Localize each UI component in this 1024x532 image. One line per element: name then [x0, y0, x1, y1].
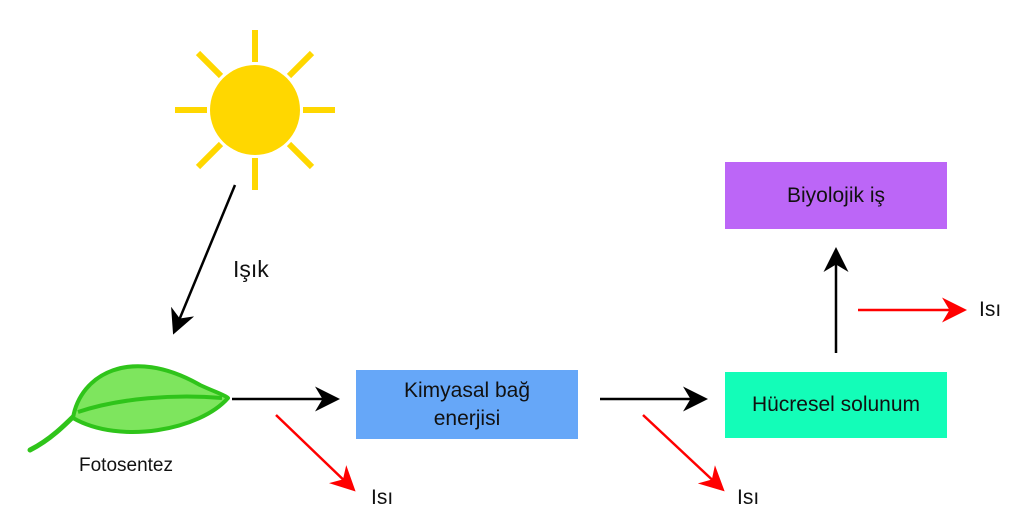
chemical-bond-energy-box: Kimyasal bağ enerjisi [356, 370, 578, 439]
arrow-light-to-leaf [171, 184, 237, 335]
heat-label-1: Isı [371, 486, 394, 509]
heat-label-3: Isı [979, 298, 1002, 321]
heat-arrow-2 [642, 414, 725, 492]
cellular-respiration-label: Hücresel solunum [751, 393, 921, 416]
chemical-bond-energy-line1: Kimyasal bağ [403, 378, 531, 402]
light-label: Işık [233, 256, 269, 282]
leaf-icon [27, 364, 230, 453]
heat-label-2: Isı [737, 486, 760, 509]
heat-arrow-1 [275, 414, 356, 492]
biological-work-label: Biyolojik iş [786, 183, 886, 207]
sun-icon [175, 30, 335, 190]
biological-work-box: Biyolojik iş [725, 162, 947, 229]
chemical-bond-energy-line2: enerjisi [433, 406, 501, 430]
cellular-respiration-box: Hücresel solunum [725, 372, 947, 438]
photosynthesis-label: Fotosentez [79, 455, 173, 476]
